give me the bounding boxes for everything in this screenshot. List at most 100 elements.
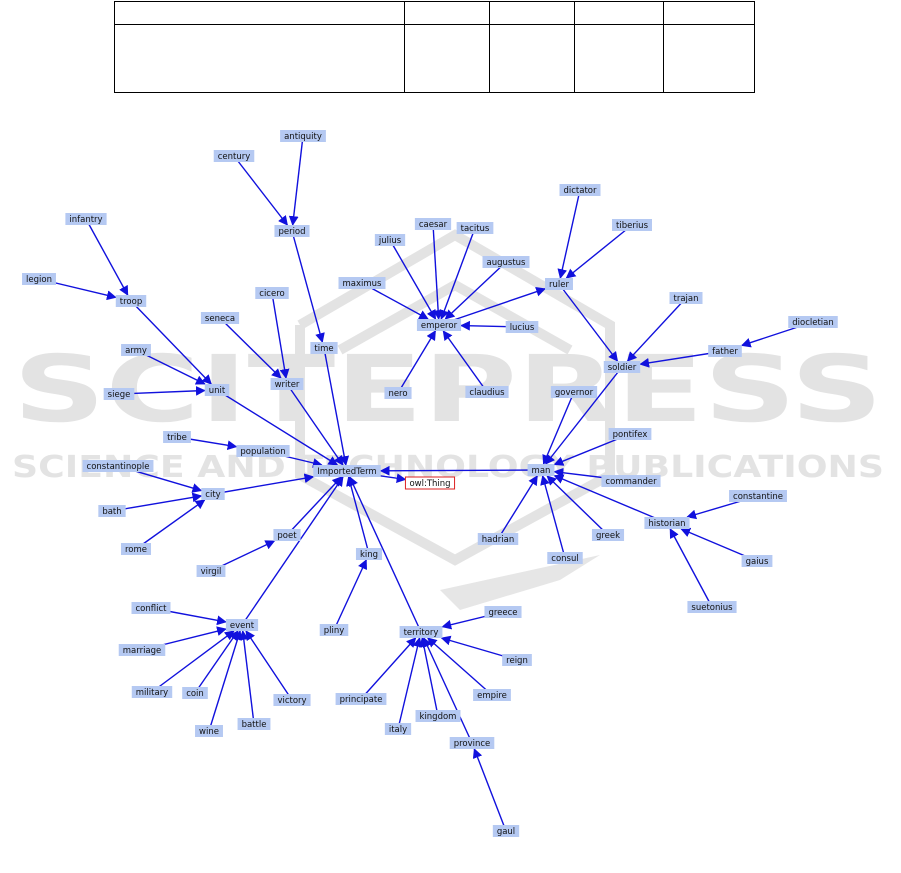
graph-node-nero[interactable]: nero (384, 387, 412, 399)
node-box (687, 601, 737, 613)
graph-node-lucius[interactable]: lucius (505, 321, 539, 333)
graph-node-greece[interactable]: greece (484, 606, 522, 618)
graph-node-empire[interactable]: empire (473, 689, 511, 701)
graph-node-father[interactable]: father (708, 345, 742, 357)
node-box (374, 234, 406, 246)
graph-node-emperor[interactable]: emperor (416, 319, 462, 331)
node-label: kingdom (420, 712, 457, 722)
graph-node-bath[interactable]: bath (98, 505, 126, 517)
node-label: period (278, 227, 305, 237)
graph-node-reign[interactable]: reign (502, 654, 532, 666)
graph-node-julius[interactable]: julius (374, 234, 406, 246)
graph-node-soldier[interactable]: soldier (603, 361, 641, 373)
node-box (545, 278, 573, 290)
graph-node-cicero[interactable]: cicero (255, 287, 289, 299)
graph-node-event[interactable]: event (225, 619, 259, 631)
graph-node-unit[interactable]: unit (204, 384, 230, 396)
graph-node-constantine[interactable]: constantine (729, 490, 787, 502)
node-box (591, 529, 625, 541)
graph-node-maximus[interactable]: maximus (338, 277, 386, 289)
graph-node-italy[interactable]: italy (384, 723, 412, 735)
graph-node-caesar[interactable]: caesar (414, 218, 452, 230)
node-label: province (454, 739, 491, 749)
graph-node-gaius[interactable]: gaius (741, 555, 773, 567)
graph-node-diocletian[interactable]: diocletian (788, 316, 838, 328)
graph-node-troop[interactable]: troop (115, 295, 147, 307)
graph-node-province[interactable]: province (449, 737, 495, 749)
edge-infantry-to-troop (85, 218, 129, 296)
edge-bath-to-city (111, 492, 203, 512)
edge-rome-to-city (135, 499, 206, 550)
graph-node-rome[interactable]: rome (120, 543, 152, 555)
node-label: rome (125, 545, 147, 555)
graph-node-dictator[interactable]: dictator (559, 184, 601, 196)
node-box (65, 213, 107, 225)
graph-node-gaul[interactable]: gaul (492, 825, 520, 837)
graph-node-army[interactable]: army (121, 344, 151, 356)
graph-node-constantinople[interactable]: constantinople (82, 460, 154, 472)
graph-node-claudius[interactable]: claudius (465, 386, 509, 398)
node-label: bath (102, 507, 121, 517)
graph-node-antiquity[interactable]: antiquity (280, 130, 326, 142)
graph-node-augustus[interactable]: augustus (482, 256, 530, 268)
node-label: tribe (167, 433, 187, 443)
graph-node-owlthing[interactable]: owl:Thing (404, 476, 456, 490)
graph-node-man[interactable]: man (527, 464, 555, 476)
graph-node-importedterm[interactable]: ImportedTerm (313, 465, 381, 477)
graph-node-trajan[interactable]: trajan (669, 292, 703, 304)
node-label: unit (209, 386, 226, 396)
graph-node-tiberius[interactable]: tiberius (612, 219, 652, 231)
graph-node-century[interactable]: century (213, 150, 255, 162)
graph-node-pliny[interactable]: pliny (319, 624, 349, 636)
graph-node-tribe[interactable]: tribe (163, 431, 191, 443)
edge-suetonius-to-historian (669, 528, 713, 608)
graph-node-territory[interactable]: territory (399, 626, 443, 638)
graph-node-period[interactable]: period (274, 225, 310, 237)
node-label: nero (388, 389, 407, 399)
graph-node-commander[interactable]: commander (601, 475, 661, 487)
graph-node-tacitus[interactable]: tacitus (456, 222, 494, 234)
node-label: diocletian (792, 318, 834, 328)
graph-node-coin[interactable]: coin (182, 687, 208, 699)
graph-node-principate[interactable]: principate (335, 693, 387, 705)
node-box (255, 287, 289, 299)
node-label: claudius (469, 388, 505, 398)
node-box (465, 386, 509, 398)
node-box (384, 723, 412, 735)
edge-man-to-importedterm (379, 465, 542, 476)
graph-node-kingdom[interactable]: kingdom (415, 710, 461, 722)
graph-node-time[interactable]: time (310, 342, 338, 354)
graph-node-writer[interactable]: writer (270, 378, 304, 390)
graph-node-historian[interactable]: historian (644, 517, 690, 529)
graph-node-poet[interactable]: poet (273, 529, 301, 541)
node-label: governor (555, 388, 594, 398)
graph-node-victory[interactable]: victory (273, 694, 311, 706)
graph-node-suetonius[interactable]: suetonius (687, 601, 737, 613)
graph-node-consul[interactable]: consul (547, 552, 583, 564)
graph-node-hadrian[interactable]: hadrian (477, 533, 519, 545)
graph-node-battle[interactable]: battle (237, 718, 271, 730)
graph-node-virgil[interactable]: virgil (196, 565, 226, 577)
node-label: greek (596, 531, 620, 541)
graph-node-governor[interactable]: governor (550, 386, 598, 398)
edge-writer-to-importedterm (286, 383, 344, 466)
node-label: pontifex (613, 430, 648, 440)
graph-node-legion[interactable]: legion (22, 273, 56, 285)
graph-node-seneca[interactable]: seneca (200, 312, 240, 324)
graph-node-pontifex[interactable]: pontifex (608, 428, 652, 440)
table-cell (114, 24, 405, 93)
graph-node-infantry[interactable]: infantry (65, 213, 107, 225)
graph-node-ruler[interactable]: ruler (545, 278, 573, 290)
graph-node-city[interactable]: city (201, 488, 225, 500)
graph-node-conflict[interactable]: conflict (131, 602, 171, 614)
graph-node-greek[interactable]: greek (591, 529, 625, 541)
edge-pliny-to-king (333, 559, 367, 631)
graph-node-military[interactable]: military (131, 686, 173, 698)
graph-node-wine[interactable]: wine (195, 725, 223, 737)
node-box (708, 345, 742, 357)
graph-node-marriage[interactable]: marriage (118, 644, 166, 656)
node-label: man (532, 466, 551, 476)
graph-node-siege[interactable]: siege (103, 388, 135, 400)
graph-node-king[interactable]: king (355, 548, 383, 560)
graph-node-population[interactable]: population (236, 445, 290, 457)
